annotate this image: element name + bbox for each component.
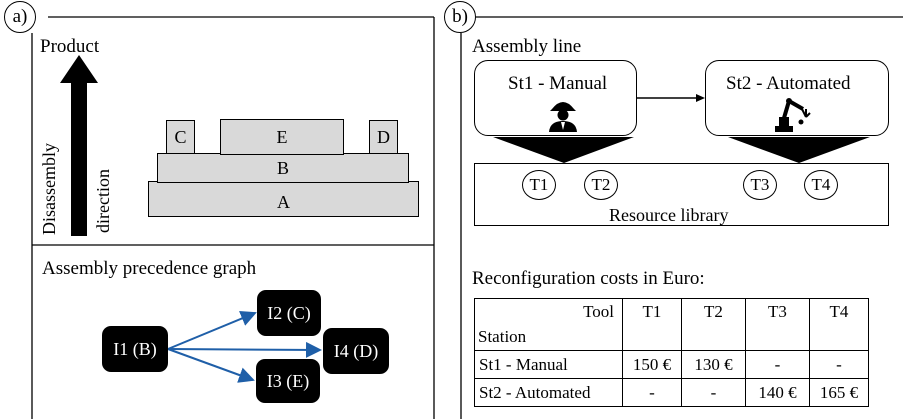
resource-library-label: Resource library — [609, 205, 729, 225]
col-header-t2: T2 — [681, 298, 746, 351]
edge-i1-i4 — [167, 341, 322, 358]
cell-st2-t4: 165 € — [809, 378, 869, 407]
costs-table: Tool Station T1 T2 T3 T4 St1 - Manual 15… — [474, 298, 869, 407]
cell-st1-t1: 150 € — [622, 350, 682, 379]
panel-b-label: b) — [444, 1, 476, 33]
header-station-label: Station — [478, 327, 527, 346]
table-row: St2 - Automated - - 140 € 165 € — [474, 378, 869, 407]
node-i2: I2 (C) — [257, 290, 321, 336]
station-st2 — [705, 60, 889, 136]
station-st1-label: St1 - Manual — [508, 73, 608, 94]
col-header-t4: T4 — [809, 298, 869, 351]
cell-st1-t3: - — [745, 350, 810, 379]
tool-t2: T2 — [584, 170, 618, 200]
part-e: E — [220, 119, 344, 155]
tool-t1: T1 — [522, 170, 556, 200]
node-i1: I1 (B) — [102, 326, 168, 372]
cell-st2-t1: - — [622, 378, 682, 407]
edge-i1-i2 — [167, 310, 257, 350]
tool-t4: T4 — [804, 170, 838, 200]
edge-i1-i3 — [167, 348, 255, 383]
row-station-st2: St2 - Automated — [474, 378, 623, 407]
cell-st1-t4: - — [809, 350, 869, 379]
disassembly-direction-arrow — [60, 55, 98, 236]
resource-library-box — [474, 163, 889, 226]
node-i4: I4 (D) — [323, 328, 389, 374]
node-i3: I3 (E) — [256, 359, 320, 403]
header-tool-label: Tool — [583, 302, 614, 321]
panel-a-label: a) — [4, 1, 36, 33]
col-header-t1: T1 — [622, 298, 682, 351]
robot-arm-icon — [775, 98, 811, 132]
cell-st2-t2: - — [681, 378, 746, 407]
precedence-edges — [167, 310, 322, 383]
costs-header-row: Tool Station T1 T2 T3 T4 — [474, 298, 869, 351]
worker-icon — [549, 102, 577, 132]
cell-st2-t3: 140 € — [745, 378, 810, 407]
assembly-line-title: Assembly line — [472, 36, 582, 57]
cell-st1-t2: 130 € — [681, 350, 746, 379]
station-st2-label: St2 - Automated — [726, 73, 851, 94]
part-c: C — [166, 120, 195, 154]
col-header-t3: T3 — [745, 298, 810, 351]
table-row: St1 - Manual 150 € 130 € - - — [474, 350, 869, 379]
part-a: A — [148, 181, 419, 217]
costs-corner-cell: Tool Station — [474, 298, 623, 351]
product-title: Product — [40, 36, 100, 57]
costs-title: Reconfiguration costs in Euro: — [472, 268, 705, 289]
part-d: D — [369, 120, 398, 154]
tool-t3: T3 — [743, 170, 777, 200]
precedence-graph-title: Assembly precedence graph — [42, 258, 257, 279]
row-station-st1: St1 - Manual — [474, 350, 623, 379]
